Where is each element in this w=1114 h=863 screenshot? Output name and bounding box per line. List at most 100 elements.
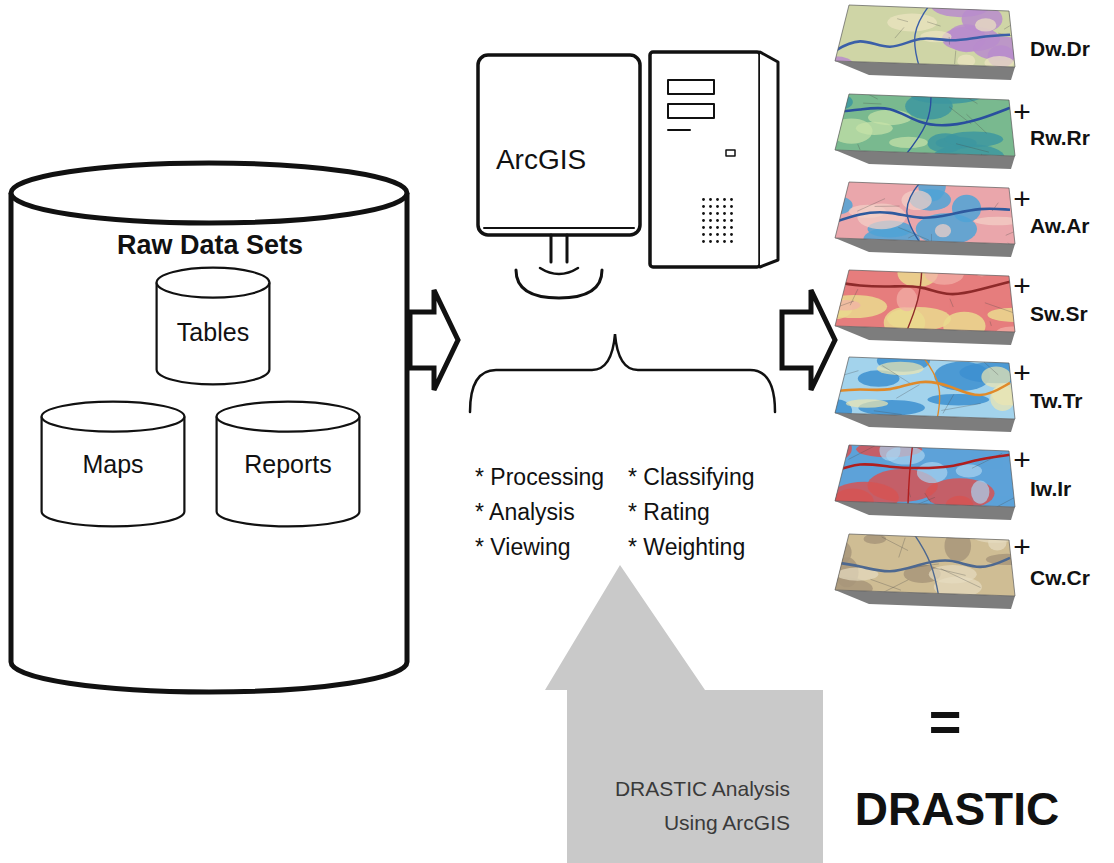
list-item: * Viewing <box>475 534 570 562</box>
text-holder: Cw.Cr <box>1030 565 1090 590</box>
map-zone <box>857 204 906 230</box>
text-holder: + <box>1013 529 1031 565</box>
map-zone <box>988 89 1010 99</box>
plus-sign: + <box>1013 94 1031 130</box>
map-road <box>882 366 912 385</box>
map-road <box>881 416 903 419</box>
database-title: Raw Data Sets <box>117 229 303 261</box>
map-river <box>830 382 1010 395</box>
map-road <box>1008 243 1019 255</box>
map-road <box>906 253 914 270</box>
database-cylinder: Raw Data SetsTablesMaps Reports <box>8 160 410 695</box>
map-zone <box>830 482 899 513</box>
map-road <box>899 538 905 558</box>
text-holder: Rw.Rr <box>1030 125 1090 150</box>
block-arrow <box>410 290 458 390</box>
map-layer: Cw.Cr <box>835 532 1105 612</box>
layer-formula: Sw.Sr <box>1030 301 1088 326</box>
monitor <box>478 55 640 235</box>
map-zone <box>830 300 861 310</box>
cylinder-fill <box>42 417 185 527</box>
cylinder-fill <box>11 193 407 692</box>
map-outline <box>835 94 1015 156</box>
text-holder: DRASTIC Analysis Using ArcGIS <box>595 772 790 839</box>
map-road <box>837 301 854 307</box>
map-river <box>830 558 1010 572</box>
plus-sign: + <box>1013 181 1031 217</box>
tower-detail <box>668 129 690 131</box>
map-zone <box>879 441 900 461</box>
map-road <box>846 83 878 99</box>
map-layer: Rw.Rr <box>835 92 1105 172</box>
text-holder: * Classifying <box>628 464 755 492</box>
map-outline <box>835 534 1015 596</box>
map-cylinder: Maps <box>40 400 186 528</box>
layer-formula: Iw.Ir <box>1030 476 1071 501</box>
map-pattern <box>818 168 1021 255</box>
map-river <box>896 87 931 167</box>
text-holder: Raw Data Sets <box>117 229 303 261</box>
plus-sign: + <box>1013 529 1031 565</box>
map-road <box>882 537 908 551</box>
map-zone <box>820 436 852 461</box>
map-road <box>838 426 863 443</box>
map-road <box>895 27 904 38</box>
up-arrow-shape <box>545 565 823 863</box>
map-zone <box>889 137 927 148</box>
map-road <box>1004 19 1021 29</box>
map-road <box>898 227 929 240</box>
text-holder: Sw.Sr <box>1030 301 1088 326</box>
map-zone <box>846 399 888 408</box>
map-zone <box>984 56 1013 70</box>
map-road <box>857 199 885 212</box>
text-holder: ArcGIS <box>496 143 586 177</box>
list-item: * Processing <box>475 464 604 492</box>
list-item: * Analysis <box>475 499 575 527</box>
map-road <box>931 234 932 251</box>
map-road <box>943 394 954 413</box>
text-holder: + <box>1013 181 1031 217</box>
map-road <box>950 299 953 307</box>
map-road <box>945 84 977 104</box>
map-river <box>907 175 929 255</box>
map-road <box>988 0 999 6</box>
text-holder: * Viewing <box>475 534 570 562</box>
text-holder: + <box>1013 442 1031 478</box>
map-zone <box>902 190 932 210</box>
map-outline <box>835 270 1015 332</box>
map-river <box>830 455 1010 473</box>
layer-formula: Dw.Dr <box>1030 36 1090 61</box>
map-river <box>918 350 940 430</box>
map-road <box>858 144 860 150</box>
map-zone <box>887 307 951 331</box>
map-layer: Tw.Tr <box>835 355 1105 435</box>
map-road <box>873 580 909 598</box>
monitor-bezel <box>484 227 634 229</box>
computer-group: ArcGIS <box>458 45 782 425</box>
text-holder: * Processing <box>475 464 604 492</box>
cylinder-label: Reports <box>244 449 332 479</box>
map-road <box>955 51 956 64</box>
text-holder: Maps <box>82 449 143 479</box>
map-pattern <box>820 426 1016 518</box>
map-layer: Dw.Dr <box>835 3 1105 83</box>
plus-sign: + <box>1013 355 1031 391</box>
tower-vent <box>700 198 735 244</box>
computer-tower <box>650 52 760 267</box>
map-zone <box>897 288 918 312</box>
map-zone <box>877 362 924 375</box>
map-zone <box>830 118 872 143</box>
map-road <box>897 19 908 22</box>
map-river <box>830 108 1010 126</box>
cylinder-top <box>11 163 407 223</box>
map-pattern <box>819 350 1034 430</box>
monitor-neck <box>551 235 567 262</box>
cylinder-top <box>217 402 360 432</box>
map-zone <box>974 217 1022 226</box>
map-outline <box>835 445 1015 507</box>
map-zone <box>971 480 989 503</box>
block-arrow <box>782 290 835 390</box>
list-item: * Weighting <box>628 534 745 562</box>
cylinder-label: Tables <box>177 317 249 347</box>
